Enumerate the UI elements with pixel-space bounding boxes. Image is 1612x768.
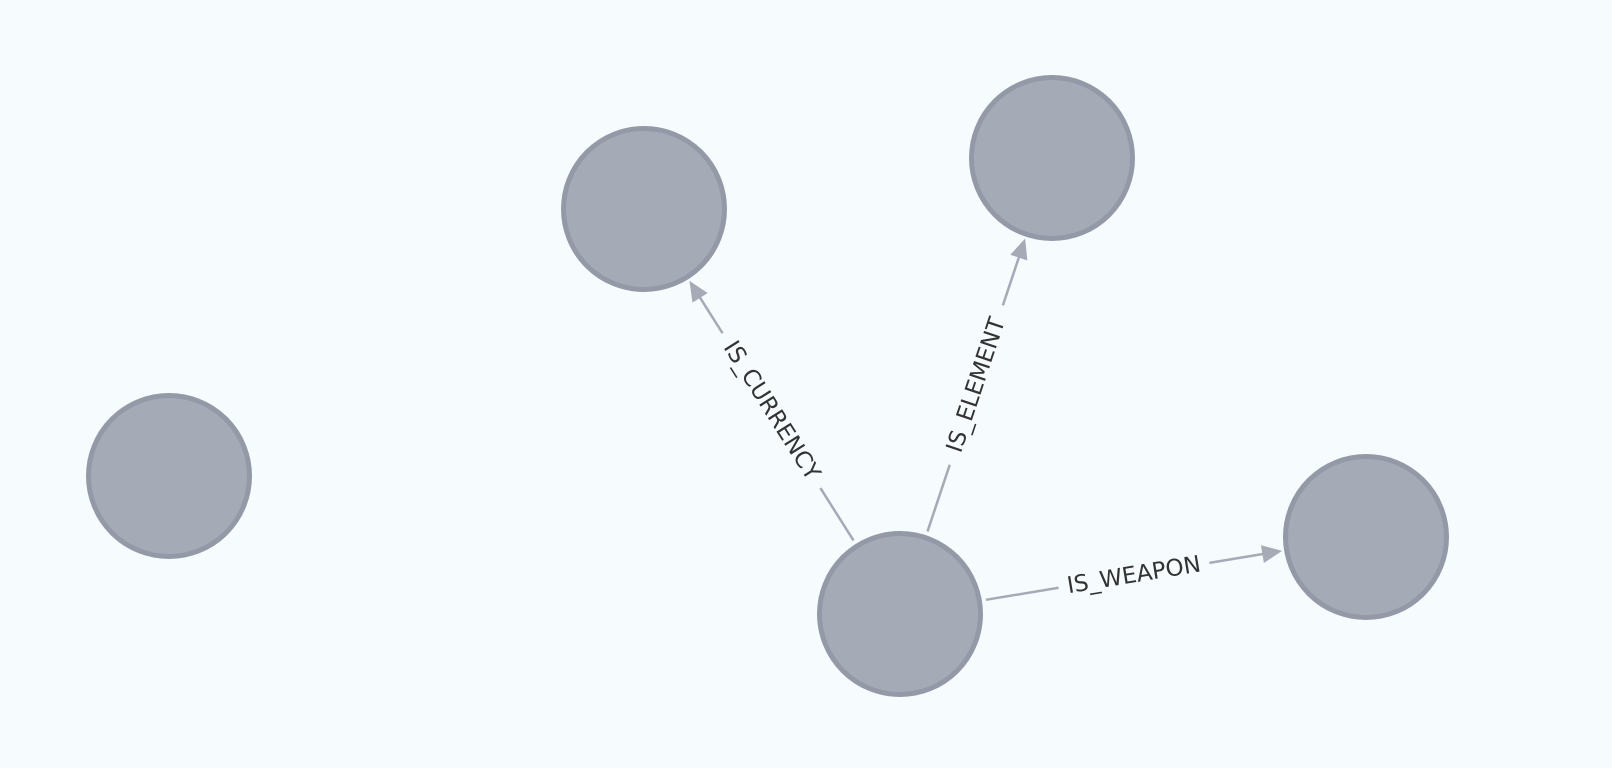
edge-is-weapon-line-start: [985, 586, 1059, 602]
edge-label: IS_WEAPON: [1065, 552, 1203, 600]
node-right[interactable]: [1283, 454, 1449, 620]
node-circle: [969, 75, 1135, 241]
node-circle: [1283, 454, 1449, 620]
edge-is-element-line-start: [926, 464, 951, 532]
edge-is-currency-line-start: [819, 487, 855, 542]
edge-is-element[interactable]: IS_ELEMENT: [915, 235, 1037, 536]
node-top-right[interactable]: [969, 75, 1135, 241]
node-left[interactable]: [86, 393, 252, 559]
node-circle: [561, 126, 727, 292]
edge-is-currency-line-end: [697, 295, 724, 334]
node-center-bottom[interactable]: [817, 531, 983, 697]
edge-is-weapon-line-end: [1209, 552, 1265, 565]
node-circle: [817, 531, 983, 697]
edges-layer: IS_CURRENCY IS_ELEMENT IS_WEAPON: [678, 235, 1285, 613]
arrowhead-icon: [1010, 238, 1028, 261]
arrowhead-icon: [689, 280, 708, 303]
edge-label: IS_CURRENCY: [718, 336, 826, 485]
node-top-middle[interactable]: [561, 126, 727, 292]
edge-label: IS_ELEMENT: [942, 313, 1011, 455]
edge-is-element-line-end: [1001, 255, 1021, 306]
arrowhead-icon: [1260, 545, 1283, 563]
edge-is-weapon[interactable]: IS_WEAPON: [984, 538, 1285, 613]
node-circle: [86, 393, 252, 559]
edge-is-currency[interactable]: IS_CURRENCY: [678, 274, 864, 548]
nodes-layer: [86, 75, 1449, 697]
